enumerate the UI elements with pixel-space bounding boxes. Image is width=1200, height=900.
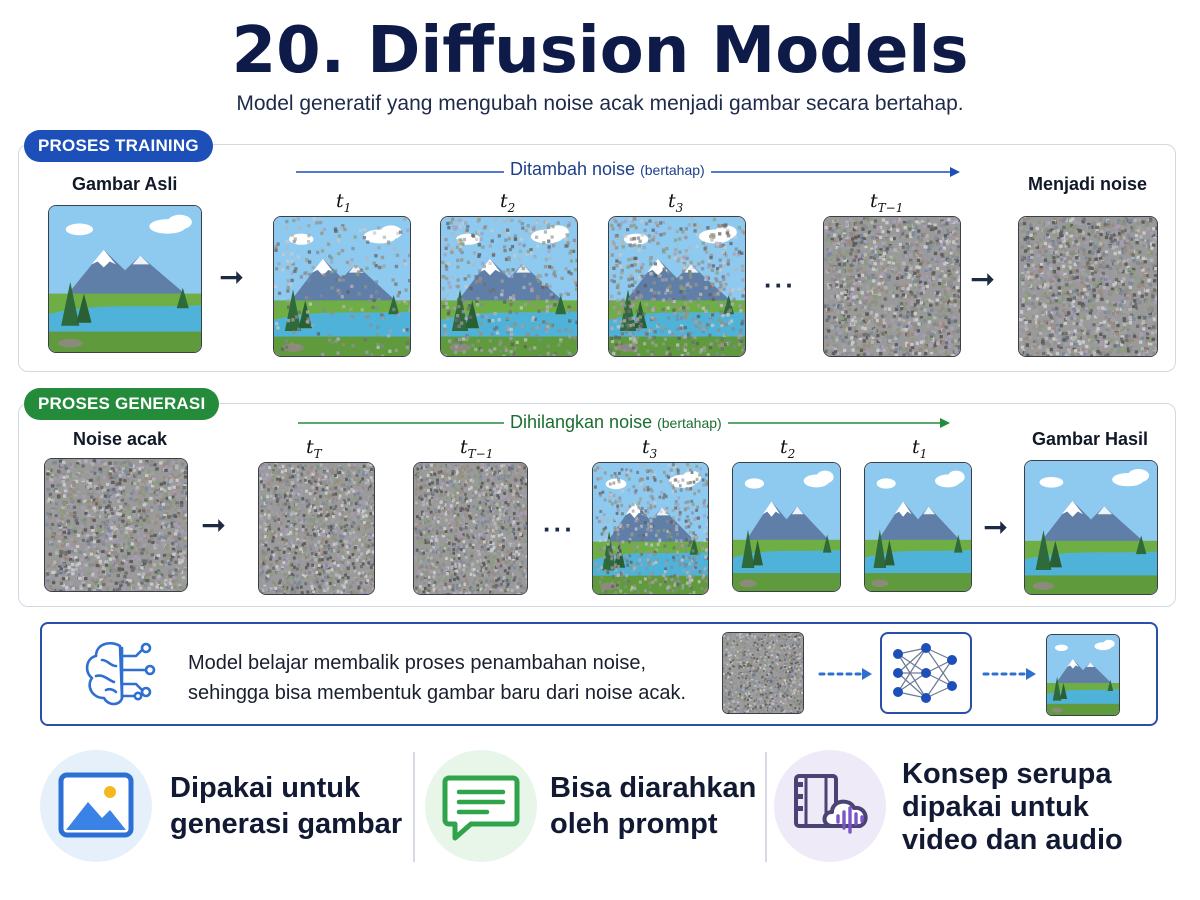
step-sub: 3 xyxy=(649,446,658,461)
generation-step-label: tT−1 xyxy=(460,436,493,461)
step-sym: t xyxy=(306,436,314,458)
generation-step-label: tT xyxy=(306,436,322,461)
generation-random-noise xyxy=(44,458,188,592)
generation-image-tT xyxy=(258,462,375,595)
feature-3-line-3: video dan audio xyxy=(902,824,1123,856)
info-noise-image xyxy=(722,632,804,714)
training-panel xyxy=(18,144,1176,372)
training-flow-note: (bertahap) xyxy=(640,162,705,178)
training-left-label: Gambar Asli xyxy=(72,174,178,194)
training-right-label: Menjadi noise xyxy=(1028,174,1148,194)
generation-image-t1 xyxy=(864,462,972,592)
step-sub: T−1 xyxy=(877,200,904,215)
step-sym: t xyxy=(460,436,468,458)
arrow-right-icon: ➞ xyxy=(983,511,1009,544)
feature-1-line-1: Dipakai untuk xyxy=(170,772,361,804)
training-noisy-image-t3 xyxy=(608,216,746,357)
step-sub: 2 xyxy=(787,446,796,461)
dotted-arrow-icon xyxy=(818,668,872,680)
training-step-label: t2 xyxy=(500,190,515,215)
feature-divider xyxy=(765,752,767,862)
step-sym: t xyxy=(870,190,878,212)
page-title: 20. Diffusion Models xyxy=(231,14,969,88)
feature-3-line-1: Konsep serupa xyxy=(902,758,1112,790)
generation-step-label: t3 xyxy=(642,436,657,461)
generation-ellipsis: ··· xyxy=(543,514,575,544)
step-sym: t xyxy=(642,436,650,458)
training-noise-image-tT-1 xyxy=(823,216,961,357)
training-final-noise xyxy=(1018,216,1158,357)
generation-flow-label: Dihilangkan noise (bertahap) xyxy=(504,412,728,433)
step-sub: T−1 xyxy=(467,446,494,461)
generation-badge: PROSES GENERASI xyxy=(24,388,220,420)
step-sub: T xyxy=(313,446,322,461)
generation-left-label: Noise acak xyxy=(73,429,168,449)
feature-2-line-1: Bisa diarahkan xyxy=(550,772,757,804)
training-original-image xyxy=(48,205,202,353)
feature-divider xyxy=(413,752,415,862)
brain-circuit-icon xyxy=(85,642,156,706)
feature-3-line-2: dipakai untuk xyxy=(902,791,1089,823)
step-sym: t xyxy=(912,436,920,458)
arrow-right-icon: ➞ xyxy=(970,263,996,296)
training-badge: PROSES TRAINING xyxy=(24,130,213,162)
info-line-1: Model belajar membalik proses penambahan… xyxy=(188,652,647,674)
info-line-2: sehingga bisa membentuk gambar baru dari… xyxy=(188,682,687,704)
generation-step-label: t1 xyxy=(912,436,927,461)
feature-3-circle xyxy=(774,750,886,862)
info-box xyxy=(40,622,1158,726)
page-subtitle: Model generatif yang mengubah noise acak… xyxy=(236,92,964,115)
training-noisy-image-t2 xyxy=(440,216,578,357)
step-sym: t xyxy=(780,436,788,458)
generation-step-label: t2 xyxy=(780,436,795,461)
arrow-right-icon: ➞ xyxy=(219,261,245,294)
generation-result-image xyxy=(1024,460,1158,595)
training-flow-label: Ditambah noise (bertahap) xyxy=(504,159,711,180)
chat-icon xyxy=(442,775,520,841)
arrow-right-icon: ➞ xyxy=(201,509,227,542)
neural-network-icon xyxy=(893,643,957,703)
training-flow-text: Ditambah noise xyxy=(510,159,636,179)
generation-image-tT-1 xyxy=(413,462,528,595)
info-result-image xyxy=(1046,634,1120,716)
generation-image-t2 xyxy=(732,462,841,592)
image-icon xyxy=(58,772,134,838)
step-sub: 1 xyxy=(919,446,928,461)
feature-3-text: Konsep serupa dipakai untuk video dan au… xyxy=(902,758,1123,857)
info-text: Model belajar membalik proses penambahan… xyxy=(188,648,686,708)
step-sub: 1 xyxy=(343,200,352,215)
video-audio-icon xyxy=(794,774,868,834)
step-sym: t xyxy=(668,190,676,212)
training-ellipsis: ··· xyxy=(764,270,796,300)
generation-flow-note: (bertahap) xyxy=(657,415,722,431)
generation-right-label: Gambar Hasil xyxy=(1032,429,1149,449)
step-sub: 3 xyxy=(675,200,684,215)
generation-image-t3 xyxy=(592,462,709,595)
training-noisy-image-t1 xyxy=(273,216,411,357)
step-sym: t xyxy=(336,190,344,212)
training-step-label: t3 xyxy=(668,190,683,215)
step-sub: 2 xyxy=(507,200,516,215)
feature-2-line-2: oleh prompt xyxy=(550,808,718,840)
step-sym: t xyxy=(500,190,508,212)
dotted-arrow-icon xyxy=(982,668,1036,680)
feature-1-text: Dipakai untuk generasi gambar xyxy=(170,770,402,842)
generation-flow-text: Dihilangkan noise xyxy=(510,412,653,432)
feature-1-line-2: generasi gambar xyxy=(170,808,403,840)
training-step-label: tT−1 xyxy=(870,190,903,215)
feature-2-text: Bisa diarahkan oleh prompt xyxy=(550,770,756,842)
training-step-label: t1 xyxy=(336,190,351,215)
